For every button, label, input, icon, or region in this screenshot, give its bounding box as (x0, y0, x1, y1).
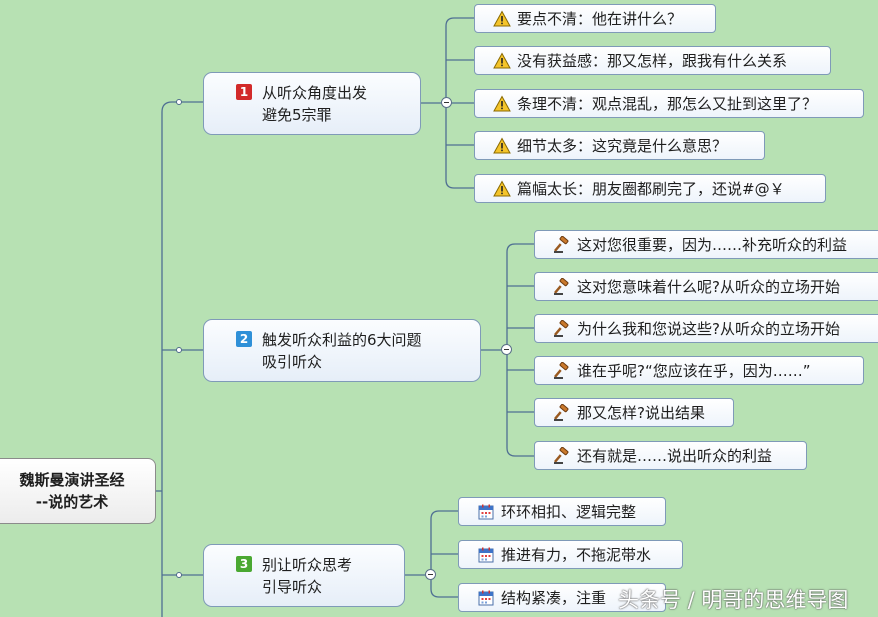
subtopic-2-2[interactable]: 这对您意味着什么呢?从听众的立场开始 (534, 272, 878, 301)
subtopic-label: 那又怎样?说出结果 (577, 404, 705, 422)
connector-dot-1 (176, 99, 182, 105)
priority-2-icon: 2 (236, 331, 252, 347)
topic-3-line1: 别让听众思考 (262, 555, 353, 574)
subtopic-label: 要点不清：他在讲什么？ (517, 10, 683, 28)
root-title-line2: --说的艺术 (35, 493, 109, 511)
gavel-icon (553, 277, 571, 296)
warning-icon (493, 51, 511, 70)
gavel-icon (553, 361, 571, 380)
collapse-topic-1-button[interactable] (441, 97, 452, 108)
subtopic-label: 结构紧凑，注重 (501, 589, 607, 607)
subtopic-label: 推进有力，不拖泥带水 (501, 546, 652, 564)
subtopic-label: 这对您很重要，因为……补充听众的利益 (577, 236, 848, 254)
subtopic-label: 细节太多：这究竟是什么意思？ (517, 137, 728, 155)
topic-3[interactable]: 3 别让听众思考 引导听众 (203, 544, 405, 607)
subtopic-1-3[interactable]: 条理不清：观点混乱，那怎么又扯到这里了？ (474, 89, 864, 118)
subtopic-1-1[interactable]: 要点不清：他在讲什么？ (474, 4, 716, 33)
subtopic-1-2[interactable]: 没有获益感：那又怎样，跟我有什么关系 (474, 46, 831, 75)
subtopic-2-5[interactable]: 那又怎样?说出结果 (534, 398, 734, 427)
subtopic-3-1[interactable]: 环环相扣、逻辑完整 (458, 497, 666, 526)
subtopic-1-5[interactable]: 篇幅太长：朋友圈都刷完了，还说#@￥ (474, 174, 826, 203)
watermark: 头条号 / 明哥的思维导图 (618, 588, 849, 612)
calendar-icon (477, 503, 495, 521)
subtopic-label: 谁在乎呢?“您应该在乎，因为……” (577, 362, 811, 380)
root-title-line1: 魏斯曼演讲圣经 (19, 471, 125, 489)
subtopic-label: 为什么我和您说这些?从听众的立场开始 (577, 320, 840, 338)
topic-1[interactable]: 1 从听众角度出发 避免5宗罪 (203, 72, 421, 135)
subtopic-label: 条理不清：观点混乱，那怎么又扯到这里了？ (517, 95, 818, 113)
topic-2-line2: 吸引听众 (262, 352, 323, 371)
priority-1-icon: 1 (236, 84, 252, 100)
root-topic[interactable]: 魏斯曼演讲圣经 --说的艺术 (0, 458, 156, 524)
gavel-icon (553, 403, 571, 422)
warning-icon (493, 136, 511, 155)
subtopic-label: 篇幅太长：朋友圈都刷完了，还说#@￥ (517, 180, 785, 198)
topic-3-line2: 引导听众 (262, 577, 323, 596)
subtopic-1-4[interactable]: 细节太多：这究竟是什么意思？ (474, 131, 765, 160)
priority-3-icon: 3 (236, 556, 252, 572)
calendar-icon (477, 546, 495, 564)
topic-1-line1: 从听众角度出发 (262, 83, 368, 102)
subtopic-3-3[interactable]: 结构紧凑，注重 (458, 583, 666, 612)
subtopic-label: 环环相扣、逻辑完整 (501, 503, 637, 521)
collapse-topic-2-button[interactable] (501, 344, 512, 355)
warning-icon (493, 94, 511, 113)
subtopic-2-1[interactable]: 这对您很重要，因为……补充听众的利益 (534, 230, 878, 259)
collapse-topic-3-button[interactable] (425, 569, 436, 580)
subtopic-2-4[interactable]: 谁在乎呢?“您应该在乎，因为……” (534, 356, 864, 385)
topic-2[interactable]: 2 触发听众利益的6大问题 吸引听众 (203, 319, 481, 382)
gavel-icon (553, 235, 571, 254)
connector-dot-2 (176, 347, 182, 353)
calendar-icon (477, 589, 495, 607)
subtopic-label: 没有获益感：那又怎样，跟我有什么关系 (517, 52, 788, 70)
subtopic-label: 这对您意味着什么呢?从听众的立场开始 (577, 278, 840, 296)
subtopic-3-2[interactable]: 推进有力，不拖泥带水 (458, 540, 683, 569)
warning-icon (493, 179, 511, 198)
subtopic-2-6[interactable]: 还有就是……说出听众的利益 (534, 441, 807, 470)
gavel-icon (553, 319, 571, 338)
topic-1-line2: 避免5宗罪 (262, 105, 332, 124)
gavel-icon (553, 446, 571, 465)
subtopic-label: 还有就是……说出听众的利益 (577, 447, 773, 465)
connector-dot-3 (176, 572, 182, 578)
warning-icon (493, 9, 511, 28)
topic-2-line1: 触发听众利益的6大问题 (262, 330, 422, 349)
subtopic-2-3[interactable]: 为什么我和您说这些?从听众的立场开始 (534, 314, 878, 343)
